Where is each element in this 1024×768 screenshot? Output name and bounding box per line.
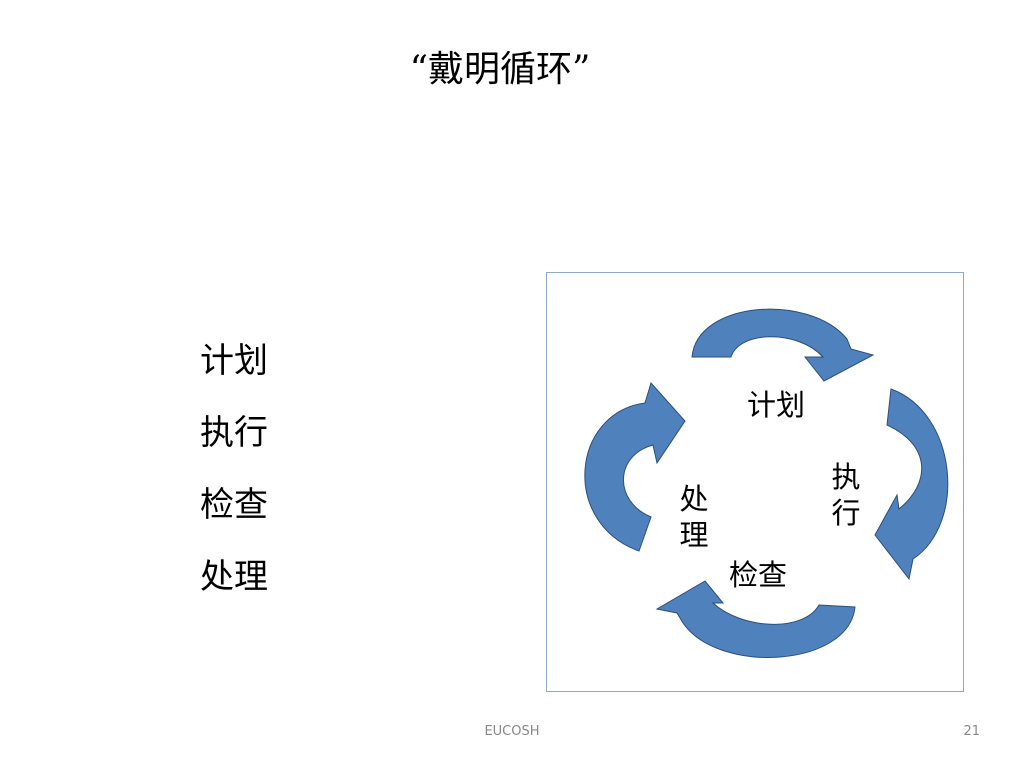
pdca-cycle-diagram: 计划 执行 检查 处理 <box>546 272 964 692</box>
bullet-item-check: 检查 <box>200 485 268 525</box>
footer-text: EUCOSH <box>484 724 540 739</box>
cycle-arrow-top <box>691 308 875 382</box>
stage-label-check: 检查 <box>729 558 788 592</box>
cycle-arrow-bottom <box>655 580 856 658</box>
bullet-item-do: 执行 <box>200 413 268 453</box>
cycle-arrow-right <box>874 388 949 581</box>
stage-label-do: 执行 <box>831 460 861 530</box>
stage-label-plan: 计划 <box>747 388 806 422</box>
bullet-item-plan: 计划 <box>200 341 268 381</box>
cycle-arrow-left <box>584 382 686 552</box>
bullet-list: 计划 执行 检查 处理 <box>200 338 268 626</box>
cycle-arrows <box>584 308 949 658</box>
page-number: 21 <box>963 724 980 739</box>
slide-title: “戴明循环” <box>409 49 591 90</box>
stage-label-act: 处理 <box>679 482 709 552</box>
bullet-item-act: 处理 <box>200 557 268 597</box>
